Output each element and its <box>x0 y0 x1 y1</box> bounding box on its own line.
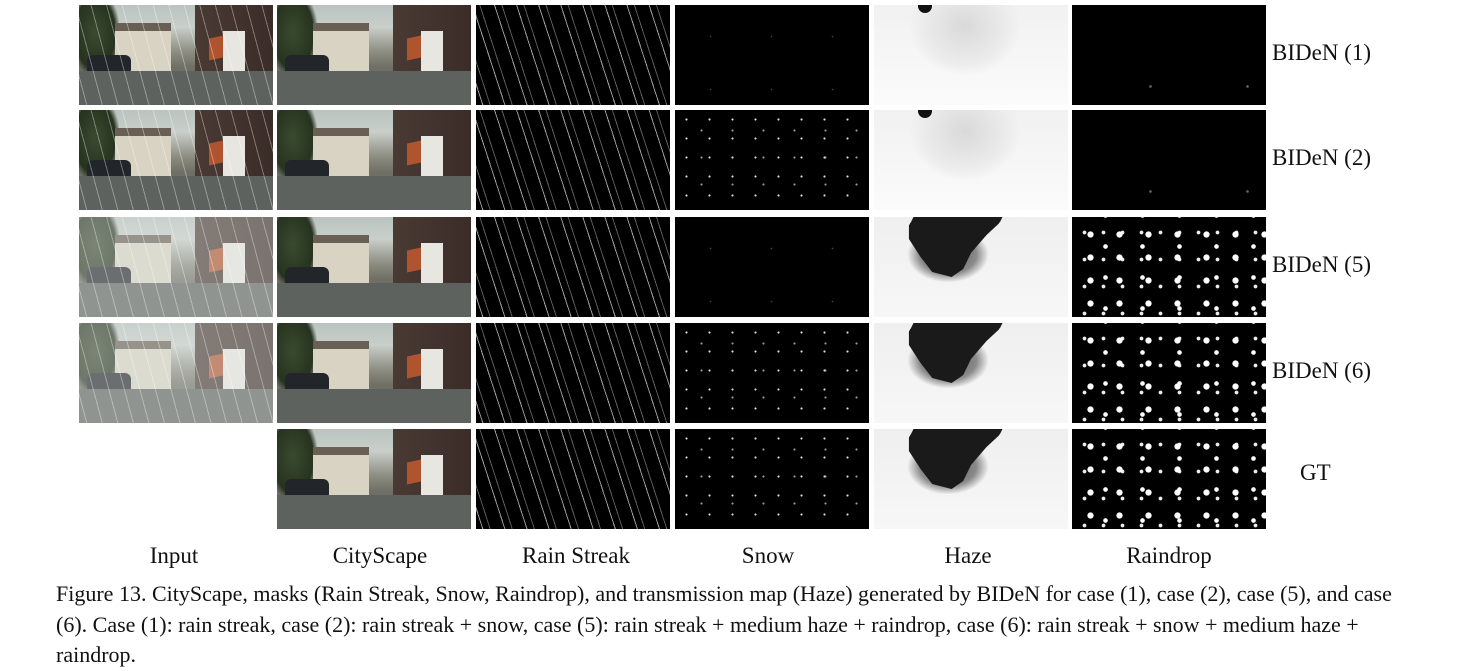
tile-haze-gt <box>874 429 1068 529</box>
tile-raindrop-row2 <box>1072 110 1266 210</box>
tile-input-row2 <box>79 110 273 210</box>
row-label-bidenn-5: BIDeN (5) <box>1272 252 1371 277</box>
tile-snow-row3 <box>675 217 869 317</box>
tile-haze-row4 <box>874 323 1068 423</box>
col-label-input: Input <box>149 543 199 568</box>
tile-snow-gt <box>675 429 869 529</box>
row-label-gt: GT <box>1300 460 1331 485</box>
tile-raindrop-row4 <box>1072 323 1266 423</box>
tile-cityscape-row1 <box>277 5 471 105</box>
tile-rain-streak-gt <box>476 429 670 529</box>
tile-snow-row2 <box>675 110 869 210</box>
tile-rain-streak-row2 <box>476 110 670 210</box>
row-label-bidenn-1: BIDeN (1) <box>1272 40 1371 65</box>
tile-haze-row2 <box>874 110 1068 210</box>
figure-caption: Figure 13. CityScape, masks (Rain Streak… <box>56 581 1392 667</box>
tile-input-row1 <box>79 5 273 105</box>
tile-cityscape-row3 <box>277 217 471 317</box>
tile-raindrop-row3 <box>1072 217 1266 317</box>
col-label-rain-streak: Rain Streak <box>522 543 630 568</box>
tile-rain-streak-row1 <box>476 5 670 105</box>
col-label-cityscape: CityScape <box>332 543 428 568</box>
tile-cityscape-row4 <box>277 323 471 423</box>
tile-input-row4 <box>79 323 273 423</box>
tile-input-row3 <box>79 217 273 317</box>
row-label-bidenn-6: BIDeN (6) <box>1272 358 1371 383</box>
tile-cityscape-row2 <box>277 110 471 210</box>
tile-raindrop-gt <box>1072 429 1266 529</box>
tile-rain-streak-row4 <box>476 323 670 423</box>
row-label-bidenn-2: BIDeN (2) <box>1272 145 1371 170</box>
tile-snow-row4 <box>675 323 869 423</box>
tile-raindrop-row1 <box>1072 5 1266 105</box>
col-label-raindrop: Raindrop <box>1126 543 1212 568</box>
col-label-snow: Snow <box>741 543 795 568</box>
col-label-haze: Haze <box>944 543 992 568</box>
tile-cityscape-gt <box>277 429 471 529</box>
tile-haze-row1 <box>874 5 1068 105</box>
tile-haze-row3 <box>874 217 1068 317</box>
tile-rain-streak-row3 <box>476 217 670 317</box>
tile-snow-row1 <box>675 5 869 105</box>
